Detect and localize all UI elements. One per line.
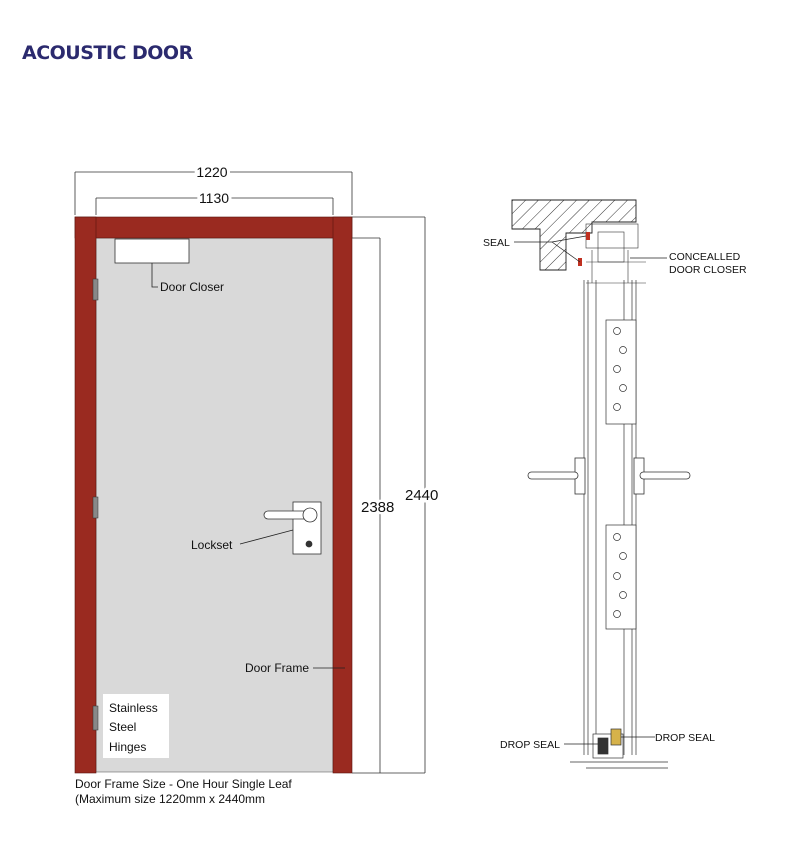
door-closer-label: Door Closer — [160, 280, 224, 294]
hinges-label-line2: Steel — [109, 720, 136, 734]
door-frame — [74, 216, 353, 774]
frame-head-section — [585, 223, 646, 284]
door-section: SEAL CONCEALLED DOOR CLOSER DROP SEAL DR… — [483, 199, 747, 769]
hinge-section-icon — [605, 319, 637, 630]
dimension-inner-width-label: 1130 — [199, 190, 229, 206]
lockset-icon — [263, 501, 322, 555]
dimension-inner-height-label: 2388 — [361, 499, 394, 516]
hinges-label-line1: Stainless — [109, 701, 158, 715]
wall-head-section — [511, 199, 637, 271]
door-closer — [114, 238, 190, 264]
drop-seal-left-label: DROP SEAL — [500, 739, 560, 751]
seal-icon — [586, 232, 590, 240]
hinges-label-line3: Hinges — [109, 740, 146, 754]
caption-line-1: Door Frame Size - One Hour Single Leaf — [75, 777, 292, 791]
lockset-label: Lockset — [191, 538, 233, 552]
lever-handle-section-icon — [527, 457, 691, 495]
seal-label: SEAL — [483, 237, 510, 249]
lockset-leader — [239, 529, 294, 545]
seal-leader — [551, 241, 581, 263]
door-frame-label: Door Frame — [245, 661, 309, 675]
dimension-outer-height — [352, 216, 426, 773]
page-title: ACOUSTIC DOOR — [22, 42, 193, 64]
dimension-outer-width-label: 1220 — [196, 164, 227, 180]
caption-line-2: (Maximum size 1220mm x 2440mm — [75, 792, 266, 806]
concealed-closer-label-line1: CONCEALLED — [669, 251, 741, 263]
drop-seal-right-label: DROP SEAL — [655, 732, 715, 744]
hinges-label-box — [103, 694, 169, 758]
door-closer-leader — [151, 263, 158, 288]
drop-seal-section — [570, 728, 668, 769]
door-frame-caption: Door Frame Size - One Hour Single Leaf (… — [75, 777, 292, 807]
door-elevation: 1220 1130 2388 2440 Door Cl — [74, 161, 441, 774]
concealed-closer-label-line2: DOOR CLOSER — [669, 264, 747, 276]
dimension-outer-height-label: 2440 — [405, 487, 438, 504]
dimension-outer-width — [74, 171, 353, 215]
dimension-inner-width — [95, 197, 334, 215]
hinge-icon — [92, 278, 99, 731]
dimension-inner-height — [352, 237, 425, 774]
